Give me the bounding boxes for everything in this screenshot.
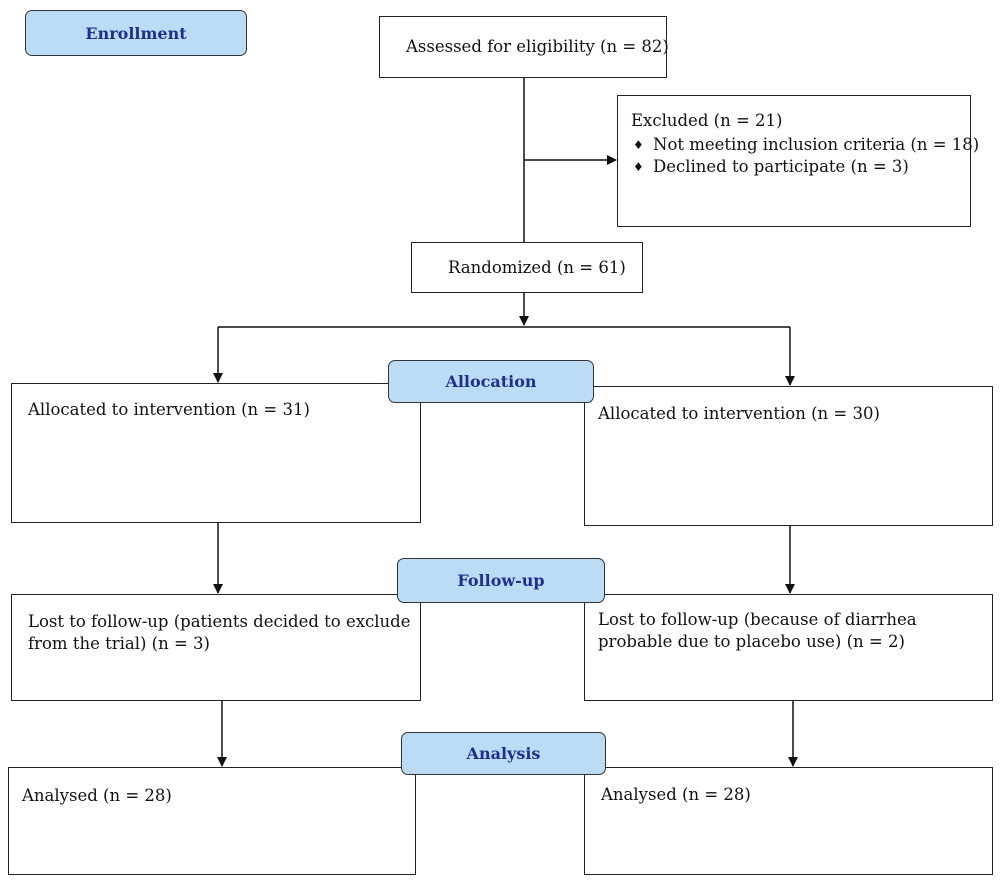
right-allocated-box: Allocated to intervention (n = 30) [584,386,993,526]
right-lost-line-1: Lost to follow-up (because of diarrhea [598,610,917,629]
left-followup-box: Lost to follow-up (patients decided to e… [11,594,421,701]
right-allocated-text: Allocated to intervention (n = 30) [598,404,880,423]
randomized-text: Randomized (n = 61) [448,258,626,277]
left-lost-line-2: from the trial) (n = 3) [28,634,210,653]
assessed-box: Assessed for eligibility (n = 82) [379,16,669,78]
assessed-text: Assessed for eligibility (n = 82) [406,37,669,56]
right-followup-box: Lost to follow-up (because of diarrhea p… [584,594,993,701]
allocation-stage-label: Allocation [388,360,594,403]
left-analysed-box: Analysed (n = 28) [8,767,416,875]
left-allocated-box: Allocated to intervention (n = 31) [11,383,421,523]
excluded-reason-item: ♦Declined to participate (n = 3) [633,157,909,176]
diamond-bullet-icon: ♦ [633,160,644,174]
right-analysed-box: Analysed (n = 28) [584,767,993,875]
followup-stage-label: Follow-up [397,558,605,603]
excluded-box: Excluded (n = 21) ♦Not meeting inclusion… [617,95,979,227]
right-analysed-text: Analysed (n = 28) [601,785,751,804]
excluded-reasons-list: ♦Not meeting inclusion criteria (n = 18)… [631,134,979,178]
left-analysed-text: Analysed (n = 28) [22,786,172,805]
left-lost-line-1: Lost to follow-up (patients decided to e… [28,612,411,631]
analysis-stage-label: Analysis [401,732,606,775]
enrollment-stage-label: Enrollment [25,10,247,56]
left-allocated-text: Allocated to intervention (n = 31) [28,400,310,419]
right-lost-line-2: probable due to placebo use) (n = 2) [598,632,905,651]
excluded-title: Excluded (n = 21) [631,111,783,130]
randomized-box: Randomized (n = 61) [411,242,643,293]
diamond-bullet-icon: ♦ [633,138,644,152]
excluded-reason-item: ♦Not meeting inclusion criteria (n = 18) [633,135,980,154]
